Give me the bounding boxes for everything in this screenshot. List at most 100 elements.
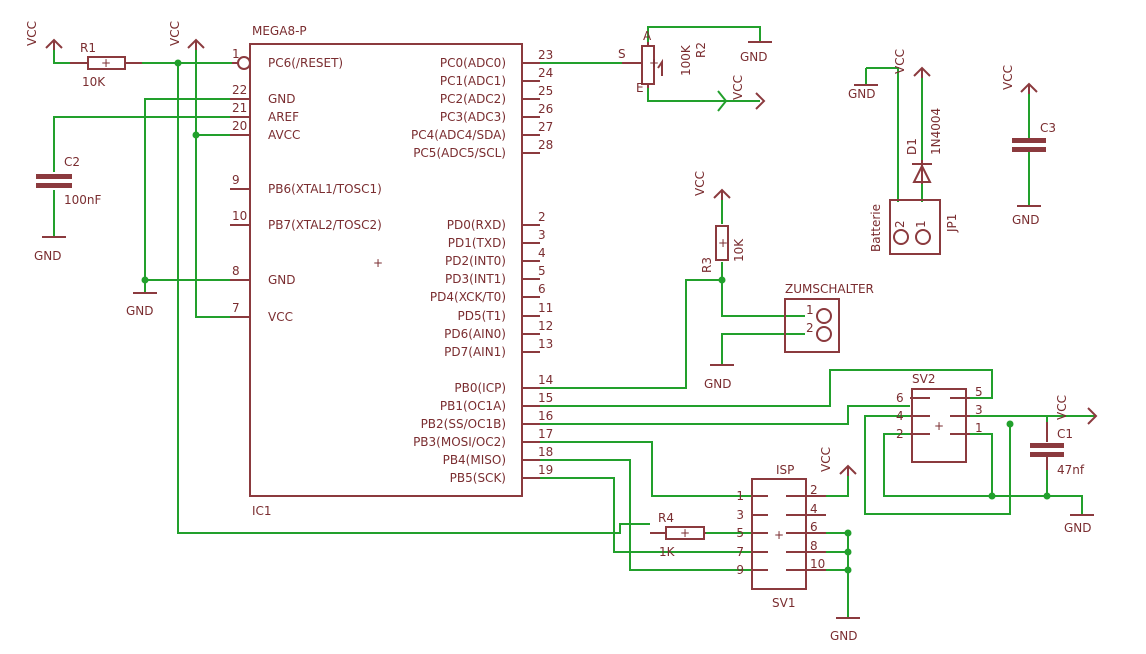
wire-pb0: [540, 279, 722, 389]
c3-plate-bottom: [1012, 147, 1046, 152]
vcc-label: VCC: [693, 171, 707, 196]
r4-value: 1K: [659, 545, 676, 559]
junction-isp10: [844, 566, 852, 574]
ic1-pin-number: 1: [232, 47, 240, 61]
ic1-pin-name: PC4(ADC4/SDA): [411, 128, 506, 142]
ic1-pin-number: 4: [538, 246, 546, 260]
c2-plate-bottom: [36, 183, 72, 188]
ic1-pin-number: 5: [538, 264, 546, 278]
sv1-pin-number: 6: [810, 520, 818, 534]
ic1-pin-number: 22: [232, 83, 247, 97]
sv1-pin-number: 1: [736, 489, 744, 503]
ic1-pin-number: 28: [538, 138, 553, 152]
ic1-pin-number: 19: [538, 463, 553, 477]
vcc-arrow-icon: [1087, 407, 1098, 425]
vcc-label: VCC: [1001, 65, 1015, 90]
vcc-label: VCC: [168, 21, 182, 46]
vcc-symbol: VCC: [717, 75, 766, 112]
junction-reset: [174, 59, 182, 67]
ic1-pin-name: PC5(ADC5/SCL): [413, 146, 506, 160]
gnd-label: GND: [704, 377, 732, 391]
r2-pin-a: A: [643, 29, 652, 43]
vcc-symbol: VCC: [1001, 65, 1038, 94]
ic1-pin-number: 2: [538, 210, 546, 224]
zumschalter-body: [784, 298, 840, 353]
sv1-pin-number: 4: [810, 502, 818, 516]
wire-pb3-mosi: [540, 441, 752, 497]
diode-d1: D1 1N4004: [905, 108, 943, 184]
ic1-pin-number: 13: [538, 337, 553, 351]
ic1-pin-number: 11: [538, 301, 553, 315]
jp1-pad-2: [893, 229, 909, 245]
sv1-pin-number: 10: [810, 557, 825, 571]
jp1-pin2: 2: [893, 220, 907, 228]
wire-aref-c2: [53, 116, 230, 172]
r2-pin-s: S: [618, 47, 626, 61]
c3-plate-top: [1012, 138, 1046, 143]
ic1-pin-number: 8: [232, 264, 240, 278]
r2-origin-mark: +: [649, 56, 659, 70]
c1-plate-top: [1030, 443, 1064, 448]
ic1-pin-name: PC0(ADC0): [440, 56, 506, 70]
sv2-body: [911, 388, 967, 463]
wire-pb5-sck: [540, 477, 752, 553]
wire-c1-gnd: [1046, 470, 1083, 515]
ic1-ref: IC1: [252, 504, 272, 518]
ic1-pin-number: 25: [538, 84, 553, 98]
wire-sv2-4: [864, 415, 1011, 515]
wire-pb2: [540, 405, 910, 425]
wire-r2-vcc: [647, 88, 726, 102]
r2-ref: R2: [694, 42, 708, 58]
ic1-pin-number: 24: [538, 66, 553, 80]
r3-ref: R3: [700, 257, 714, 273]
wire-r2-gnd: [647, 26, 761, 42]
ic1-pin-number: 3: [538, 228, 546, 242]
sv1-pin-number: 9: [736, 563, 744, 577]
ic1-pin-number: 21: [232, 101, 247, 115]
ic1-pin-number: 7: [232, 301, 240, 315]
jumper-jp1: 2 1 Batterie JP1: [869, 199, 959, 255]
zumschalter-pin1: 1: [806, 303, 814, 317]
zumschalter-pin2: 2: [806, 321, 814, 335]
junction-sv2-1: [988, 492, 996, 500]
ic1-pin-number: 27: [538, 120, 553, 134]
sv1-pin-number: 7: [736, 545, 744, 559]
junction-c1-gnd: [1043, 492, 1051, 500]
ic1-pin-name: PD4(XCK/T0): [430, 290, 506, 304]
ic1-pin-name: PD2(INT0): [445, 254, 506, 268]
gnd-symbol: GND: [1064, 514, 1094, 535]
sv2-pin-number: 2: [896, 427, 904, 441]
junction-sv2-3: [1006, 420, 1014, 428]
vcc-symbol: VCC: [693, 171, 731, 200]
wire-sv2-1: [970, 433, 993, 496]
ic1-pin-number: 14: [538, 373, 553, 387]
ic1-pin-number: 15: [538, 391, 553, 405]
ic1-pin-name: GND: [268, 273, 296, 287]
wire-vcc2-vcc: [195, 40, 230, 318]
ic1-pin-number: 16: [538, 409, 553, 423]
junction-isp8: [844, 548, 852, 556]
gnd-label: GND: [740, 50, 768, 64]
ic1-pin-name: VCC: [268, 310, 293, 324]
ic1-pin-name: PB7(XTAL2/TOSC2): [268, 218, 382, 232]
gnd-symbol: GND: [830, 617, 860, 643]
ic1-pin-name: PC1(ADC1): [440, 74, 506, 88]
c2-value: 100nF: [64, 193, 102, 207]
c1-value: 47nf: [1057, 463, 1085, 477]
ic1-pin-number: 12: [538, 319, 553, 333]
r4-origin-mark: +: [680, 526, 690, 540]
gnd-label: GND: [830, 629, 858, 643]
ic1-pin-number: 26: [538, 102, 553, 116]
junction-r3: [718, 276, 726, 284]
reset-inversion-bubble: [237, 56, 251, 70]
junction-isp6: [844, 529, 852, 537]
gnd-symbol: GND: [1012, 205, 1041, 227]
jp1-ref: JP1: [945, 214, 959, 233]
sv2-ref: SV2: [912, 372, 935, 386]
r2-value: 100K: [679, 44, 693, 76]
